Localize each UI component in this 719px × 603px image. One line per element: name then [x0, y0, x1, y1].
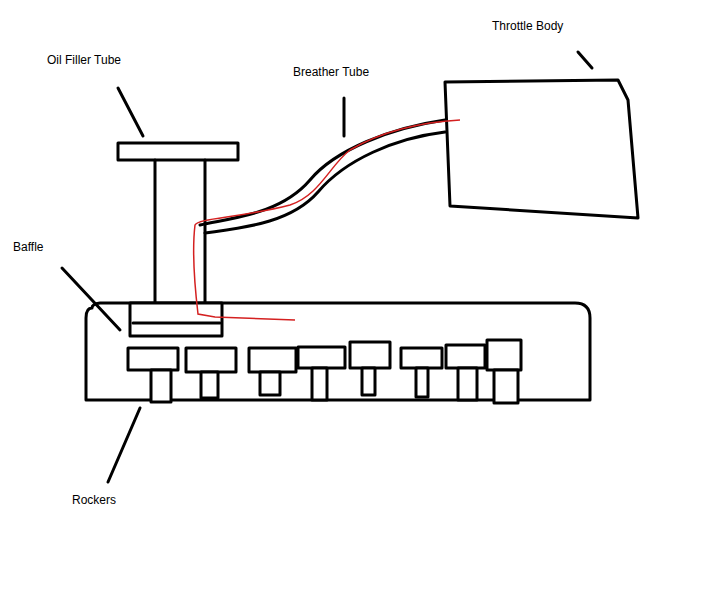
leader-line: [118, 88, 143, 136]
throttle-body: [445, 80, 638, 218]
part-label: Oil Filler Tube: [46, 53, 122, 67]
part-label: Baffle: [12, 240, 44, 254]
part-label: Rockers: [71, 493, 117, 507]
leader-line: [578, 52, 592, 68]
breather-tube-wall: [205, 132, 445, 233]
leader-line: [343, 98, 346, 136]
breather-tube-wall: [200, 120, 445, 225]
part-label: Throttle Body: [491, 19, 564, 33]
leader-line: [62, 268, 120, 330]
baffle: [130, 303, 222, 336]
baffle-plate: [133, 322, 220, 325]
leader-line: [108, 408, 140, 482]
rockers: [128, 340, 521, 403]
flow-path: [194, 120, 460, 320]
part-label: Breather Tube: [292, 65, 370, 79]
filler-cap: [118, 143, 238, 160]
filler-tube-wall: [154, 160, 157, 303]
